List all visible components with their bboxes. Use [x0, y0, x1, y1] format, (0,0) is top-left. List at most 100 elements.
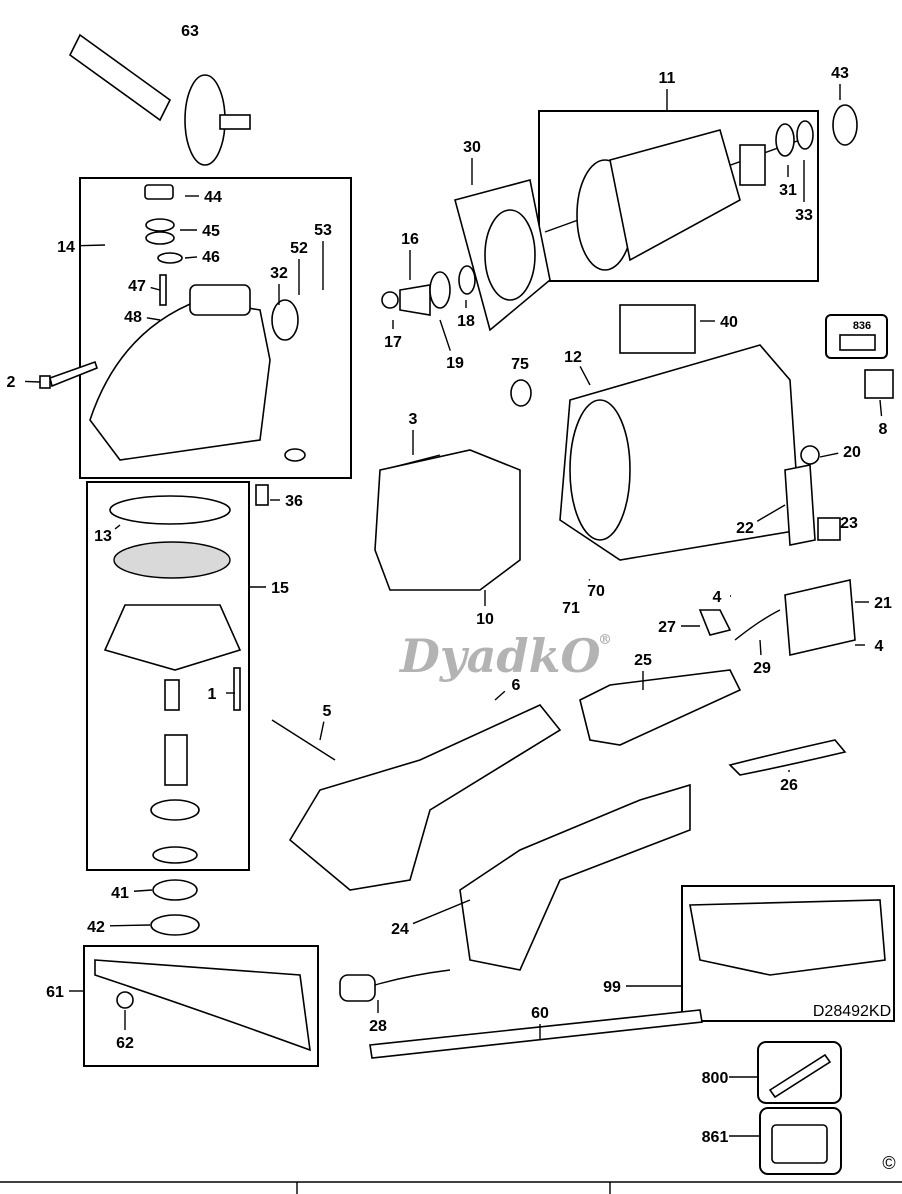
leader-line: [879, 399, 883, 417]
part-number-label: 800: [702, 1070, 729, 1087]
bushing-75: [510, 379, 532, 407]
part-number-label: 20: [843, 444, 861, 461]
flange-nuts-41-42: [150, 879, 200, 936]
part-number-label: 16: [401, 231, 419, 248]
part-number-label: 46: [202, 249, 220, 266]
box-accessory-800: [757, 1041, 842, 1104]
part-number-label: 60: [531, 1005, 549, 1022]
bearing-43: [832, 104, 858, 146]
part-number-label: 26: [780, 777, 798, 794]
side-handle-63: [68, 33, 251, 166]
part-number-label: 2: [7, 374, 16, 391]
leader-line: [133, 889, 153, 892]
part-number-label: 10: [476, 611, 494, 628]
part-number-label: 13: [94, 528, 112, 545]
part-number-label: 27: [658, 619, 676, 636]
armature-11: [544, 120, 814, 271]
part-number-label: 21: [874, 595, 892, 612]
part-number-label: 32: [270, 265, 288, 282]
capacitor-28: [339, 969, 451, 1002]
part-number-label: 43: [831, 65, 849, 82]
bearing-plate-30: [454, 179, 551, 332]
brush-holder-8: [864, 369, 894, 399]
part-number-label: 4: [875, 638, 884, 655]
motor-housing-12: [559, 344, 801, 561]
handle-parts-25-29: [579, 579, 856, 776]
part-number-label: 36: [285, 493, 303, 510]
accessory-800: [768, 1053, 832, 1099]
leader-line: [150, 286, 161, 291]
part-number-label: 30: [463, 139, 481, 156]
leader-line: [146, 317, 161, 321]
part-number-label: 42: [87, 919, 105, 936]
screw-5: [271, 719, 336, 761]
part-number-label: 71: [562, 600, 580, 617]
part-number-label: 41: [111, 885, 129, 902]
box-kitbox-861: [759, 1107, 842, 1175]
watermark: DyadkO: [398, 629, 601, 683]
part-number-label: 5: [323, 703, 332, 720]
label-plate-40: [619, 304, 696, 354]
part-number-label: 3: [409, 411, 418, 428]
part-number-label: 52: [290, 240, 308, 257]
part-number-label: 75: [511, 356, 529, 373]
leader-line: [579, 366, 591, 386]
screw-2: [39, 360, 98, 389]
box-spindle-15: [86, 481, 250, 871]
switch-parts-20-23: [784, 445, 841, 546]
leader-line: [819, 452, 839, 458]
part-number-label: 1: [208, 686, 217, 703]
part-number-label: 8: [879, 421, 888, 438]
part-number-label: 24: [391, 921, 409, 938]
field-10: [374, 449, 521, 591]
guard-61: [94, 959, 311, 1052]
part-number-label: 15: [271, 580, 289, 597]
leader-line: [24, 380, 41, 383]
part-number-label: 47: [128, 278, 146, 295]
leader-line: [756, 504, 786, 522]
box-guard-61: [83, 945, 319, 1067]
part-number-label: 18: [457, 313, 475, 330]
part-number-label: 70: [587, 583, 605, 600]
leader-line: [114, 524, 121, 530]
part-number-label: 33: [795, 207, 813, 224]
wrench-60: [369, 1009, 703, 1059]
part-number-label: 25: [634, 652, 652, 669]
part-number-label: 11: [659, 70, 676, 87]
leader-line: [79, 244, 106, 247]
part-number-label: 63: [181, 23, 199, 40]
part-number-label: 40: [720, 314, 738, 331]
part-number-label: 53: [314, 222, 332, 239]
housing-halves-24: [288, 704, 691, 971]
part-number-label: 12: [564, 349, 582, 366]
part-number-label: 45: [202, 223, 220, 240]
part-number-label: 861: [702, 1129, 729, 1146]
spindle-parts-15: [103, 484, 269, 864]
box-brush-836: [825, 314, 888, 359]
part-number-label: 31: [779, 182, 797, 199]
watermark-registered: ®: [598, 632, 612, 648]
part-number-label: 19: [446, 355, 464, 372]
copyright-mark: ©: [882, 1153, 895, 1173]
part-number-label: 23: [840, 515, 858, 532]
part-number-label: 99: [603, 979, 621, 996]
model-code: D28492KD: [813, 1003, 891, 1020]
part-number-label: 14: [57, 239, 75, 256]
kitbox-861: [771, 1124, 828, 1164]
part-number-label: 836: [853, 320, 871, 332]
part-number-label: 29: [753, 660, 771, 677]
guard-99: [689, 899, 886, 976]
part-number-label: 4: [713, 589, 722, 606]
part-number-label: 61: [46, 984, 64, 1001]
leader-line: [759, 639, 762, 656]
part-number-label: 48: [124, 309, 142, 326]
part-number-label: 17: [384, 334, 402, 351]
brush-836: [839, 334, 876, 351]
leader-line: [319, 721, 325, 741]
part-number-label: 22: [736, 520, 754, 537]
leader-line: [412, 899, 471, 925]
part-number-label: 6: [512, 677, 521, 694]
part-number-label: 62: [116, 1035, 134, 1052]
